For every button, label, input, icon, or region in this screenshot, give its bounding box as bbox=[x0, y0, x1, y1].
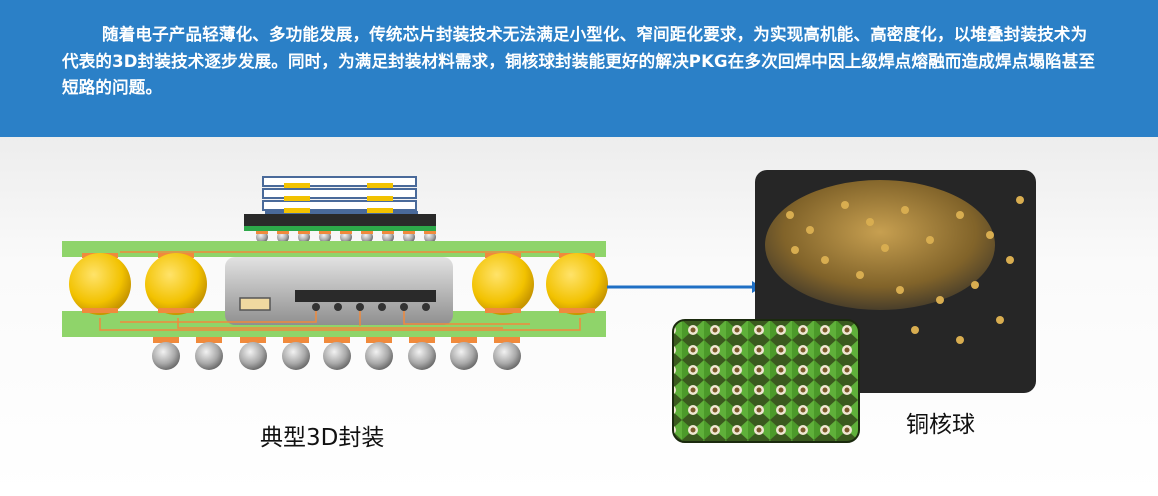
routing-traces bbox=[99, 251, 581, 331]
upper-substrate bbox=[62, 241, 606, 257]
intro-banner: 随着电子产品轻薄化、多功能发展，传统芯片封装技术无法满足小型化、窄间距化要求，为… bbox=[0, 0, 1158, 137]
copper-ball-caption: 铜核球 bbox=[906, 412, 975, 438]
copper-core-solder-balls bbox=[69, 253, 608, 315]
pointer-arrow bbox=[607, 281, 762, 293]
ball-array-inset-photo bbox=[672, 319, 860, 443]
passive-component bbox=[239, 297, 271, 311]
inner-die bbox=[295, 290, 436, 302]
bottom-bga-balls bbox=[152, 337, 521, 370]
intro-text: 随着电子产品轻薄化、多功能发展，传统芯片封装技术无法满足小型化、窄间距化要求，为… bbox=[62, 25, 1096, 97]
package-caption: 典型3D封装 bbox=[260, 425, 385, 451]
stacked-die-layers bbox=[244, 176, 436, 231]
